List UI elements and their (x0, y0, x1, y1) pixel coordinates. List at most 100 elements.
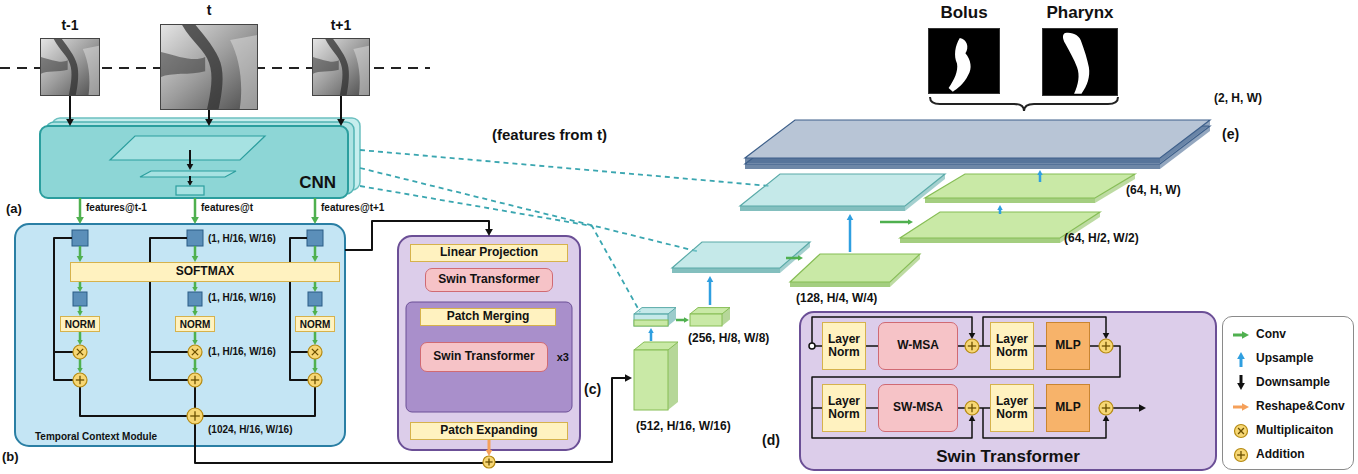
module-panel: Temporal Context ModuleSOFTMAXNORMNORMNO… (15, 224, 345, 446)
encoder-panel-shape (398, 236, 580, 450)
node-text: Patch Merging (447, 310, 530, 323)
addition-circle (1099, 339, 1113, 353)
addition-circle (1235, 449, 1248, 462)
conv-arrow (194, 332, 197, 341)
legend-text: Downsample (1256, 376, 1330, 389)
mask-image: Pharynx (1042, 28, 1118, 96)
connector-line (1034, 407, 1046, 409)
node-text: SOFTMAX (176, 265, 235, 278)
connector-line (1034, 345, 1046, 347)
addition-symbol (188, 373, 202, 387)
legend-symbol (1231, 398, 1251, 416)
addition-symbol (483, 456, 495, 468)
dimension-label: (64, H, W) (1126, 184, 1181, 198)
norm-box: NORM (60, 316, 100, 332)
arrow-head (648, 328, 654, 333)
dimension-label: (128, H/4, W/4) (796, 292, 877, 306)
conv-arrow (194, 246, 197, 257)
node-text: Swin Transformer (936, 448, 1080, 467)
conv-arrow (314, 332, 317, 341)
plate-front (745, 158, 1160, 163)
addition-circle (187, 408, 203, 424)
connector-line (340, 96, 342, 120)
connector (76, 198, 84, 224)
mlp-box: MLP (1046, 322, 1090, 370)
arrow-head (1037, 170, 1043, 175)
arrow-head (66, 119, 74, 126)
addition-circle (73, 373, 87, 387)
block-panel: Swin Transformer Layer Norm W-MSA Layer Nor… (800, 312, 1216, 470)
legend-arrow (1233, 334, 1243, 337)
connector-line (866, 345, 878, 347)
multiplication-circle (1235, 425, 1248, 438)
multiplication-circle (73, 345, 87, 359)
addition-symbol (965, 339, 979, 353)
legend-arrow (1240, 358, 1243, 367)
upsample-arrow (1039, 174, 1042, 182)
node-text: W-MSA (897, 339, 939, 352)
node-text: t+1 (331, 18, 352, 33)
arrow-head (205, 119, 213, 126)
arrow-head (337, 119, 345, 126)
block-side (722, 308, 730, 326)
attention-box: W-MSA (878, 322, 958, 370)
xray-spine (230, 35, 257, 109)
addition-circle (965, 339, 979, 353)
node-text: Layer Norm (994, 333, 1030, 359)
feature-block (176, 186, 204, 195)
connector (866, 346, 878, 347)
node-text: NORM (300, 319, 331, 330)
feature-plane (140, 171, 236, 177)
dimension-label: (1, H/16, W/16) (208, 346, 276, 358)
conv-arrow (676, 319, 685, 322)
legend-symbol (1231, 326, 1251, 344)
arrow-head (187, 164, 194, 170)
attention-box: SW-MSA (878, 384, 958, 432)
connector-line (958, 407, 990, 409)
transformer-box: Swin Transformer (425, 268, 553, 292)
plate-top (672, 242, 810, 268)
output-arrow (1113, 407, 1140, 409)
conv-arrow (194, 359, 197, 369)
node-text: t (207, 3, 212, 18)
feature-plane (110, 136, 265, 160)
layer-bar: SOFTMAX (70, 262, 340, 282)
multiplication-symbol (1235, 425, 1248, 438)
legend-text: Upsample (1256, 352, 1313, 365)
cross-stroke (312, 349, 318, 355)
sum-line (80, 387, 187, 416)
conv-arrow (314, 246, 317, 257)
norm-box: Layer Norm (990, 322, 1034, 370)
input-line (815, 345, 822, 347)
arrow-head (312, 340, 318, 345)
connector-line (866, 407, 878, 409)
feature-square (73, 292, 87, 306)
arrow-head (969, 333, 976, 339)
conv-arrow (79, 246, 82, 257)
conv-arrow (880, 221, 909, 224)
arrow-head (77, 368, 83, 373)
legend-text: Reshape&Conv (1256, 400, 1345, 413)
arrow-head (485, 229, 493, 236)
plus-stroke (971, 342, 972, 350)
upsample-arrow (650, 332, 653, 341)
arrow-head (625, 374, 632, 382)
node-text: (c) (584, 382, 601, 397)
arrow-head (997, 205, 1003, 210)
xray-image (41, 39, 99, 95)
node-text: MLP (1055, 339, 1080, 352)
skip-block (634, 308, 676, 326)
norm-box: NORM (295, 316, 335, 332)
sum-line (203, 387, 315, 416)
conv-arrow (314, 359, 317, 369)
plus-stroke (1240, 451, 1241, 459)
block-front (634, 314, 668, 326)
connector-line (314, 198, 317, 218)
norm-box: Layer Norm (822, 322, 866, 370)
legend-row: Reshape&Conv (1231, 395, 1353, 419)
node-text: x3 (557, 351, 569, 363)
addition-symbol (308, 373, 322, 387)
connector-line (79, 198, 82, 218)
norm-box: NORM (175, 316, 215, 332)
panel-letter: (a) (6, 202, 22, 217)
